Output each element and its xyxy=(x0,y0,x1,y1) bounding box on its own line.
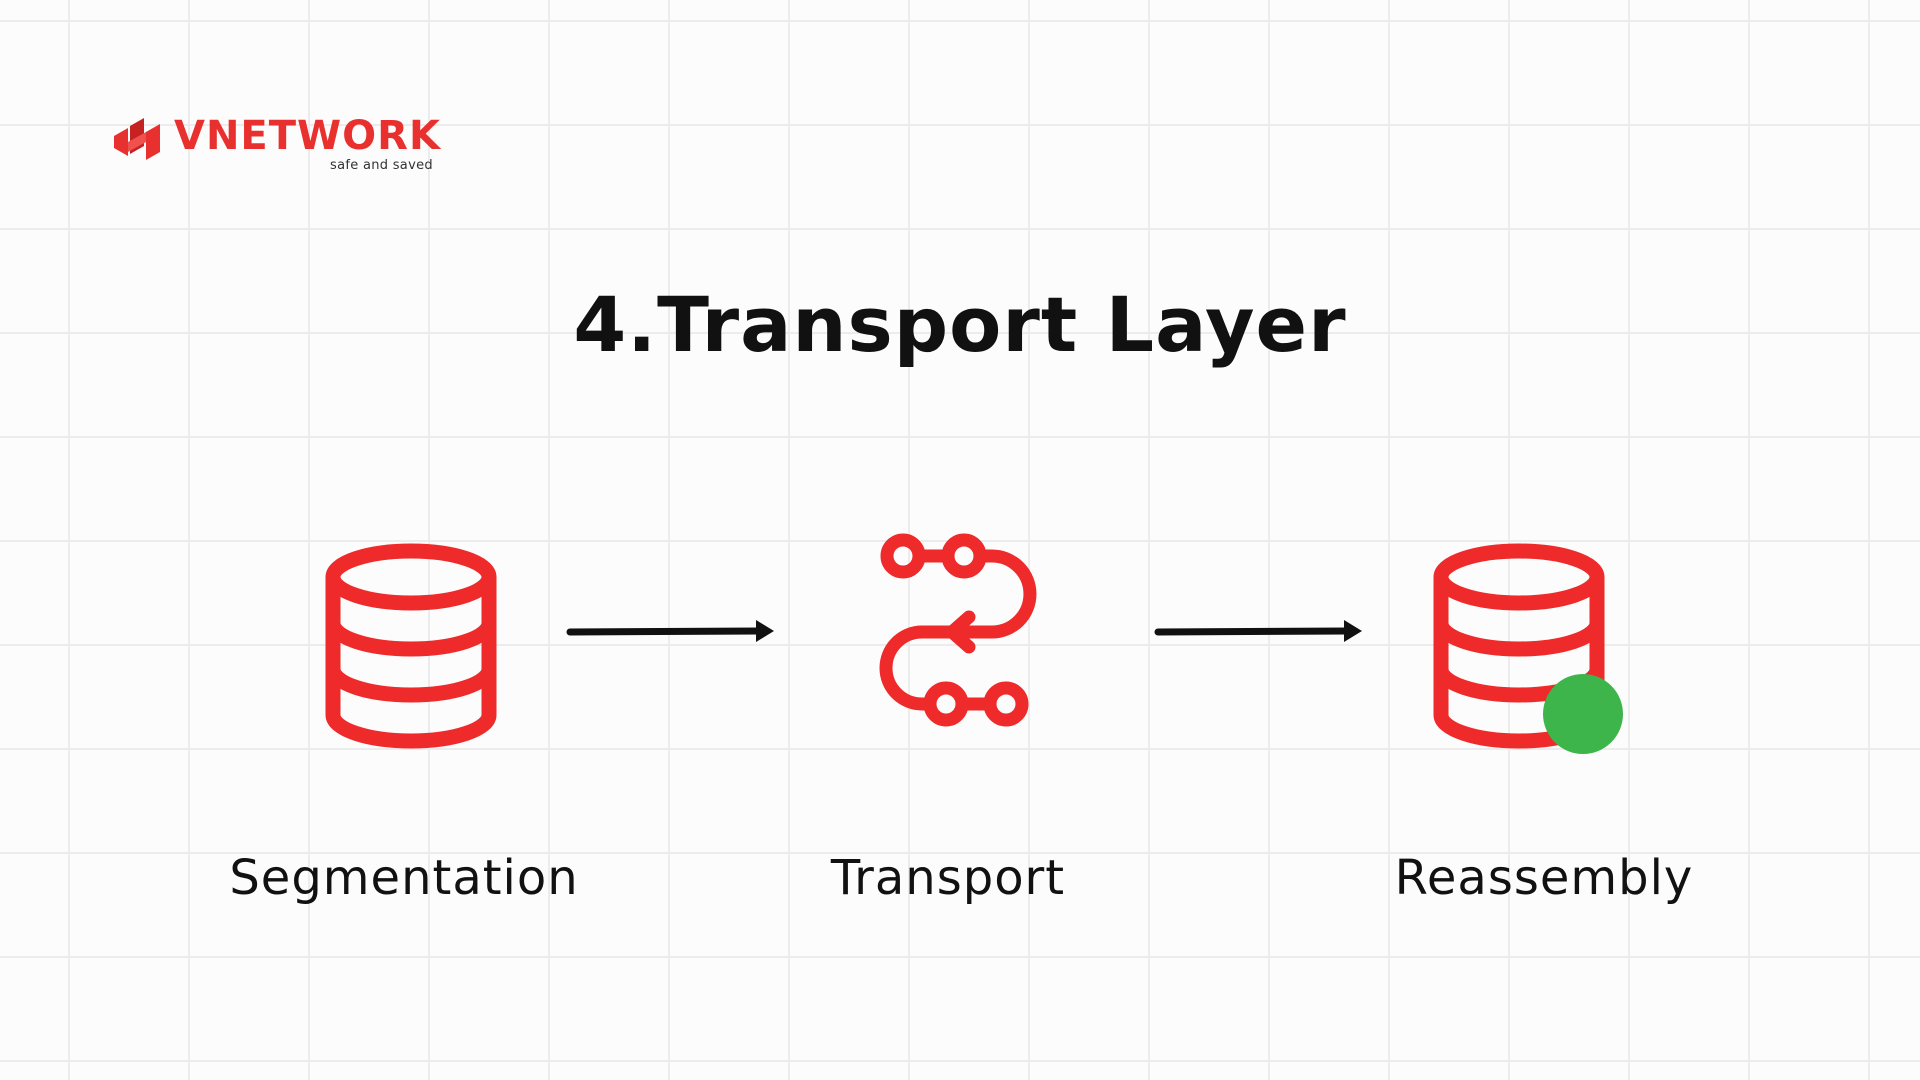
step-label-reassembly: Reassembly xyxy=(1394,850,1694,906)
arrow-right-icon xyxy=(566,620,774,642)
arrow-right-icon xyxy=(1154,620,1362,642)
brand-name: VNETWORK xyxy=(174,113,441,159)
route-icon xyxy=(879,533,1037,727)
page-title: 4.Transport Layer xyxy=(573,280,1347,369)
step-label-transport: Transport xyxy=(830,850,1066,906)
database-icon xyxy=(325,543,497,749)
vnetwork-logo-icon xyxy=(114,118,160,160)
database-check-icon xyxy=(1433,543,1623,754)
status-dot-icon xyxy=(1543,674,1623,754)
brand-tagline: safe and saved xyxy=(330,158,433,173)
step-label-segmentation: Segmentation xyxy=(229,850,579,906)
